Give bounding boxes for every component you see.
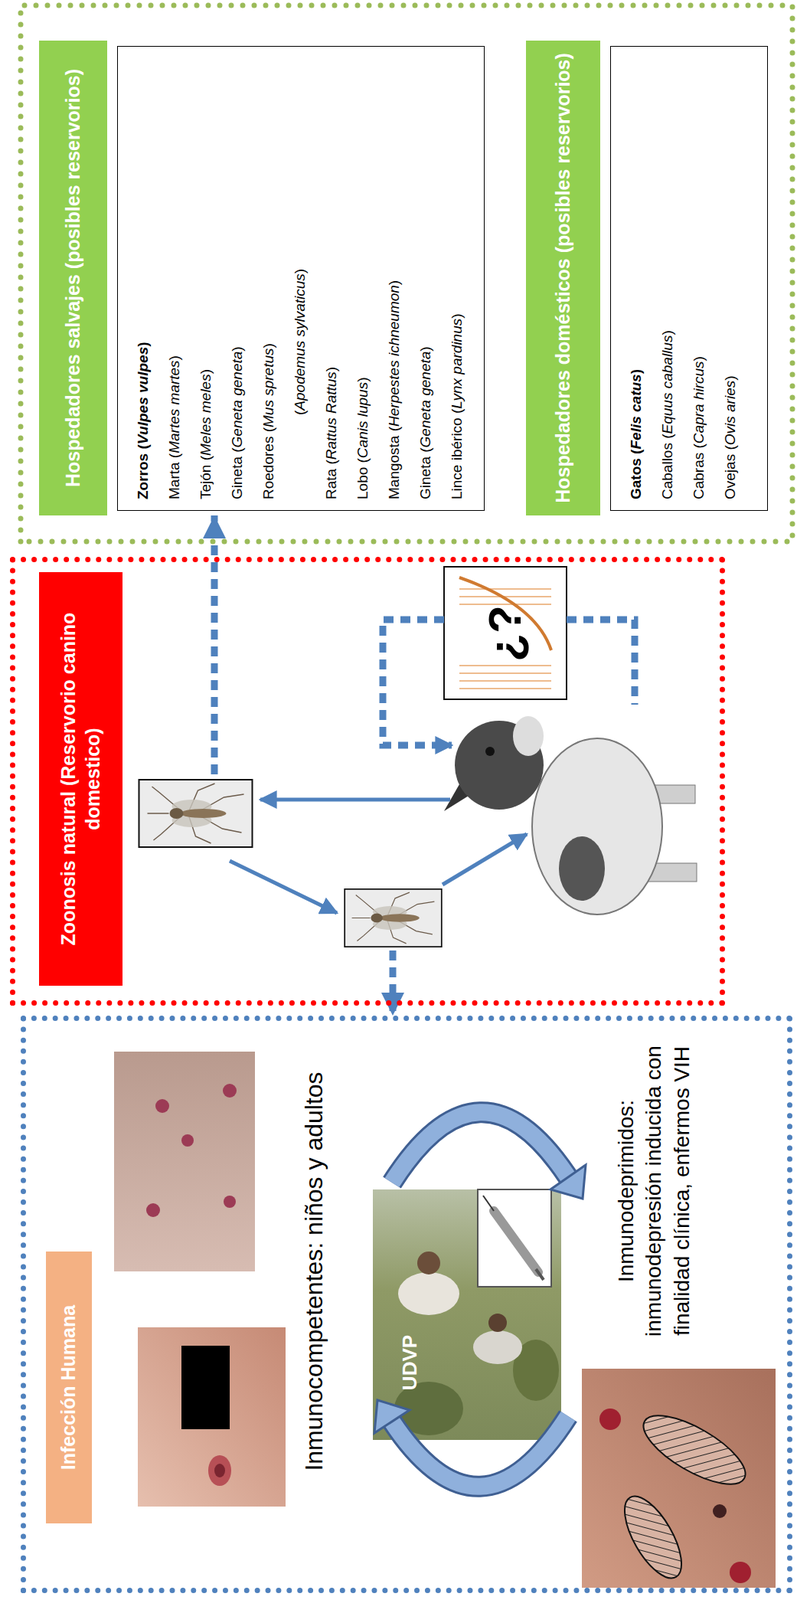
- person: [417, 1251, 441, 1274]
- species-item: Lince ibérico (Lynx pardinus): [440, 57, 473, 500]
- cycle-arrow-body: [391, 1111, 569, 1183]
- lesion: [712, 1503, 727, 1518]
- cycle-arrow-head: [550, 1164, 586, 1199]
- dashed-loop: [566, 619, 635, 705]
- species-item: Cabras (Capra hircus): [682, 57, 715, 500]
- icon-frame: [477, 1188, 552, 1287]
- species-item: Gineta (Geneta geneta): [409, 57, 441, 500]
- syringe-icon: [477, 1188, 552, 1287]
- list-box: Gatos (Felis catus)Caballos (Equus cabal…: [610, 45, 768, 511]
- lesion: [729, 1561, 752, 1583]
- marked-area: [633, 1401, 755, 1497]
- chest-photo: [581, 1368, 776, 1588]
- marked-area: [613, 1487, 693, 1587]
- dog-muzzle: [512, 715, 544, 756]
- cycle-arrow-body: [391, 1415, 569, 1487]
- cycle-arrow: [374, 1399, 569, 1487]
- lesion: [146, 1202, 161, 1217]
- species-item: Rata (Rattus Rattus): [315, 57, 347, 500]
- symbol-label: ¿?: [482, 585, 529, 681]
- syringe-barrel: [493, 1210, 539, 1272]
- cycle-arrow-body: [391, 1415, 569, 1487]
- photo-frame: [137, 1326, 286, 1506]
- cycle-arrow: [391, 1111, 586, 1199]
- face-photo: [137, 1326, 286, 1506]
- region-panel: Zoonosis natural (Reservorio canino dome…: [9, 556, 726, 1006]
- species-item: Gatos (Felis catus): [620, 57, 652, 500]
- dog-photo: [444, 715, 697, 915]
- species-item: Mangosta (Herpestes ichneumon): [378, 57, 410, 500]
- group-heading: Hospedadores domésticos (posibles reserv…: [525, 40, 601, 516]
- field-photo: [372, 1188, 562, 1440]
- species-item: (Apodemus sylvaticus): [284, 57, 316, 500]
- cycle-arrow: [260, 797, 451, 802]
- species-item: Zorros (Vulpes vulpes): [127, 57, 159, 500]
- region-heading: Zoonosis natural (Reservorio canino dome…: [39, 571, 123, 986]
- syringe-plunger: [535, 1268, 544, 1280]
- group-heading: Hospedadores salvajes (posibles reservor…: [39, 40, 108, 516]
- species-item: Caballos (Equus caballus): [651, 57, 683, 500]
- syringe-needle: [483, 1195, 494, 1211]
- flow-arrow: [389, 950, 397, 1016]
- lesion: [155, 1098, 170, 1113]
- cycle-arrow-body: [391, 1111, 569, 1183]
- lesion: [214, 1463, 226, 1477]
- species-item: Ovejas (Ovis aries): [714, 57, 746, 500]
- cycle-arrow: [229, 860, 337, 913]
- list-box: Zorros (Vulpes vulpes)Marta (Martes mart…: [117, 45, 485, 511]
- censor-bar: [181, 1345, 230, 1429]
- icon-frame: [444, 566, 567, 700]
- lesion: [181, 1133, 194, 1147]
- photo-frame: [581, 1368, 776, 1588]
- species-item: Lobo (Canis lupus): [346, 57, 379, 500]
- species-item: Marta (Martes martes): [158, 57, 190, 500]
- photo-frame: [114, 1051, 255, 1271]
- sandfly-drawing: [444, 566, 567, 700]
- dog-eye: [485, 746, 495, 756]
- dog-body: [532, 738, 663, 915]
- lesion: [599, 1407, 621, 1430]
- lesion: [222, 1083, 237, 1098]
- person: [398, 1271, 460, 1315]
- flow-arrow: [211, 515, 219, 775]
- person: [473, 1329, 523, 1364]
- dog-patch: [558, 836, 605, 901]
- species-item: Tejón (Meles meles): [189, 57, 222, 500]
- region-heading: Infección Humana: [45, 1251, 92, 1523]
- species-item: Roedores (Mus spretus): [252, 57, 285, 500]
- cycle-arrow: [442, 833, 527, 885]
- cycle-arrow-head: [374, 1399, 410, 1433]
- region-panel: Infección Humana Inmunocompetentes: niños…: [20, 1015, 793, 1593]
- photo-label: UDVP: [399, 1316, 420, 1408]
- species-item: Gineta (Geneta geneta): [221, 57, 253, 500]
- host-list: Hospedadores domésticos (posibles reserv…: [525, 40, 768, 516]
- host-list: Hospedadores salvajes (posibles reservor…: [39, 40, 485, 516]
- photo-frame: [372, 1188, 562, 1440]
- region-outline: [20, 5, 793, 542]
- person: [488, 1313, 507, 1332]
- group-label: Inmunocompetentes: niños y adultos: [298, 1020, 331, 1522]
- dashed-loop: [382, 619, 452, 745]
- group-label: Inmunodeprimidos: inmunodepresión induci…: [612, 1025, 696, 1356]
- mosquito-photo: [344, 888, 442, 947]
- lesion: [208, 1454, 232, 1486]
- lesion: [223, 1195, 236, 1208]
- mosquito-photo: [139, 779, 253, 847]
- arm-photo: [114, 1051, 255, 1271]
